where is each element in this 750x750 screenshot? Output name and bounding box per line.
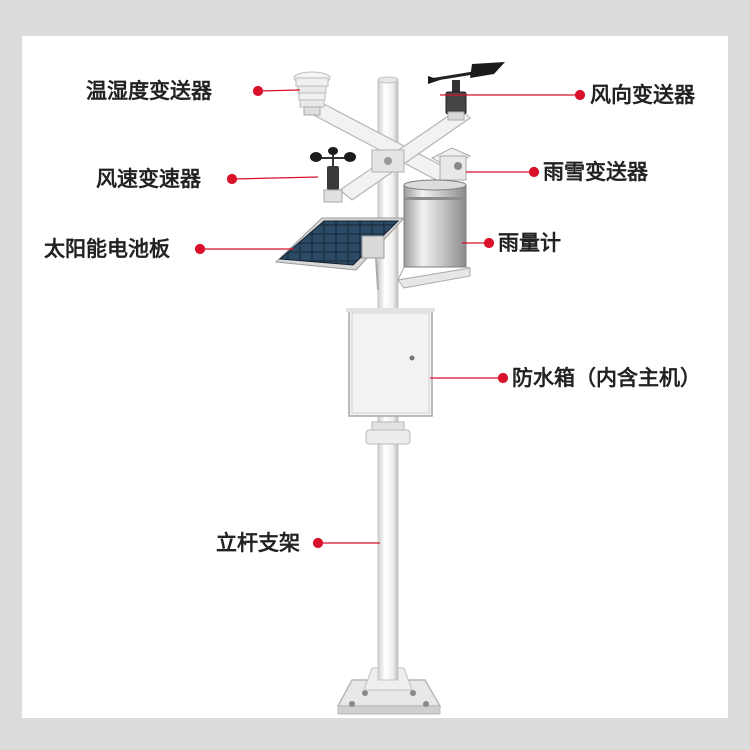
label-rain-gauge: 雨量计 bbox=[498, 231, 561, 255]
label-wind-direction: 风向变送器 bbox=[590, 83, 695, 107]
wind-vane bbox=[428, 62, 505, 121]
label-rain-snow: 雨雪变送器 bbox=[543, 160, 648, 184]
cross-arm bbox=[306, 101, 471, 201]
anemometer bbox=[310, 147, 356, 203]
waterproof-box bbox=[346, 308, 435, 417]
rain-gauge-canister bbox=[397, 179, 471, 289]
label-temp-humidity: 温湿度变送器 bbox=[86, 79, 212, 103]
rain-snow-sensor bbox=[430, 147, 472, 181]
label-pole-bracket: 立杆支架 bbox=[216, 531, 300, 555]
temp-humidity-shield bbox=[293, 71, 331, 116]
solar-panel bbox=[274, 217, 406, 291]
label-waterproof-box: 防水箱（内含主机） bbox=[512, 366, 701, 390]
base-plate bbox=[336, 667, 442, 715]
leader-lines bbox=[194, 85, 586, 549]
label-solar-panel: 太阳能电池板 bbox=[44, 237, 170, 261]
label-wind-speed: 风速变速器 bbox=[96, 167, 201, 191]
